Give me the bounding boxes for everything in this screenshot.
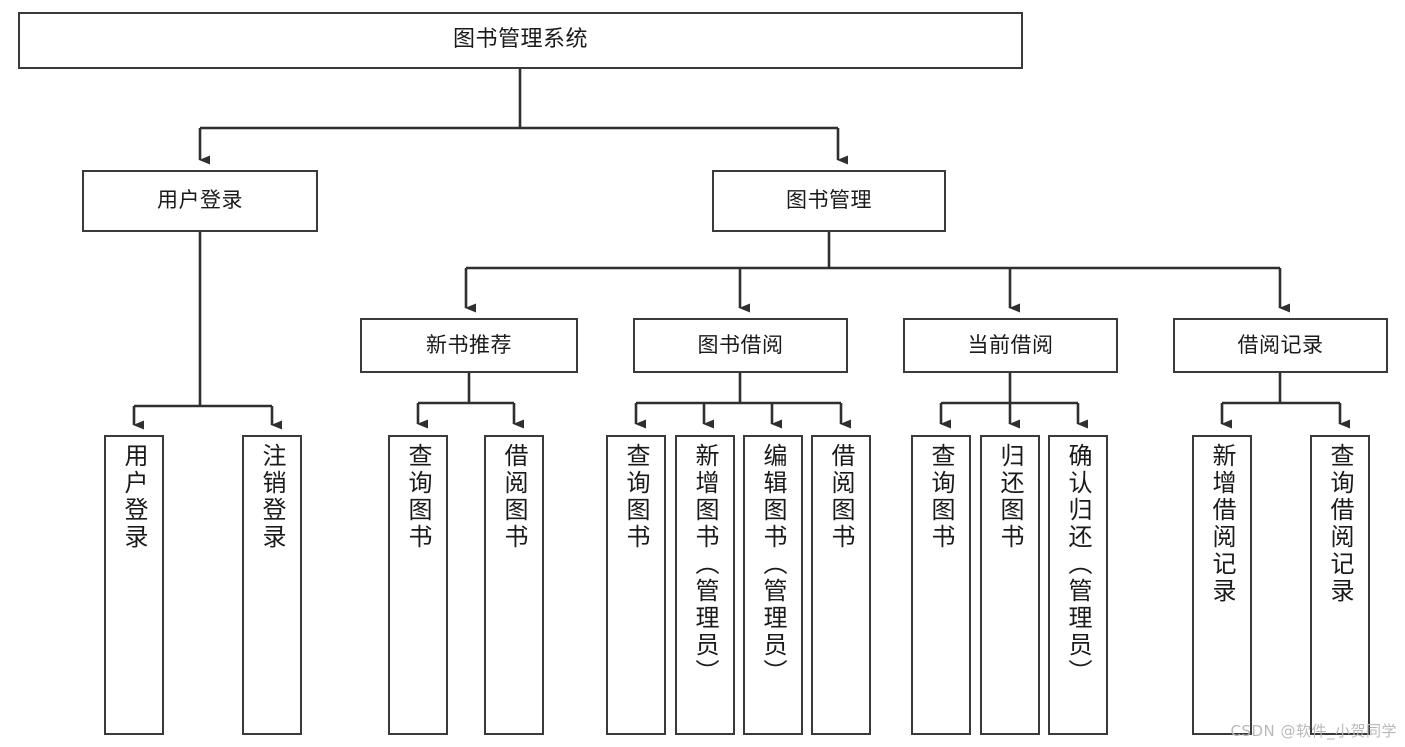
- node-current-borrow[interactable]: 当前借阅: [903, 318, 1118, 373]
- node-leaf-query-book-2[interactable]: 查询图书: [606, 435, 666, 735]
- node-book-borrow[interactable]: 图书借阅: [633, 318, 848, 373]
- node-leaf-add-book[interactable]: 新增图书（管理员）: [675, 435, 735, 735]
- node-new-book-recommend[interactable]: 新书推荐: [360, 318, 578, 373]
- node-label: 新增借阅记录: [1208, 443, 1236, 605]
- node-label: 借阅记录: [1237, 332, 1324, 357]
- node-leaf-borrow-book-1[interactable]: 借阅图书: [484, 435, 544, 735]
- node-borrow-record[interactable]: 借阅记录: [1173, 318, 1388, 373]
- node-leaf-borrow-book-2[interactable]: 借阅图书: [811, 435, 871, 735]
- node-label: 确认归还（管理员）: [1064, 443, 1092, 686]
- node-label: 用户登录: [120, 443, 148, 551]
- node-label: 借阅图书: [500, 443, 528, 551]
- node-label: 编辑图书（管理员）: [759, 443, 787, 686]
- node-label: 查询图书: [404, 443, 432, 551]
- node-label: 当前借阅: [967, 332, 1054, 357]
- node-label: 用户登录: [157, 188, 243, 213]
- node-label: 注销登录: [258, 443, 286, 551]
- node-label: 归还图书: [996, 443, 1024, 551]
- node-label: 查询图书: [927, 443, 955, 551]
- node-leaf-query-borrow-record[interactable]: 查询借阅记录: [1310, 435, 1370, 735]
- node-label: 图书管理系统: [452, 27, 588, 53]
- node-leaf-edit-book[interactable]: 编辑图书（管理员）: [743, 435, 803, 735]
- node-label: 图书借阅: [697, 332, 784, 357]
- node-label: 新书推荐: [426, 332, 512, 357]
- node-label: 新增图书（管理员）: [691, 443, 719, 686]
- node-root-book-management-system[interactable]: 图书管理系统: [18, 12, 1023, 69]
- node-leaf-return-book[interactable]: 归还图书: [980, 435, 1040, 735]
- node-label: 图书管理: [786, 188, 872, 213]
- node-leaf-user-login[interactable]: 用户登录: [104, 435, 164, 735]
- node-label: 查询图书: [622, 443, 650, 551]
- node-label: 借阅图书: [827, 443, 855, 551]
- node-leaf-query-book-1[interactable]: 查询图书: [388, 435, 448, 735]
- node-label: 查询借阅记录: [1326, 443, 1354, 605]
- node-leaf-query-book-3[interactable]: 查询图书: [911, 435, 971, 735]
- node-leaf-add-borrow-record[interactable]: 新增借阅记录: [1192, 435, 1252, 735]
- node-user-login[interactable]: 用户登录: [82, 170, 318, 232]
- node-leaf-logout-login[interactable]: 注销登录: [242, 435, 302, 735]
- node-book-management[interactable]: 图书管理: [712, 170, 946, 232]
- node-leaf-confirm-return[interactable]: 确认归还（管理员）: [1048, 435, 1108, 735]
- csdn-watermark: CSDN @软件_小贺同学: [1230, 722, 1397, 740]
